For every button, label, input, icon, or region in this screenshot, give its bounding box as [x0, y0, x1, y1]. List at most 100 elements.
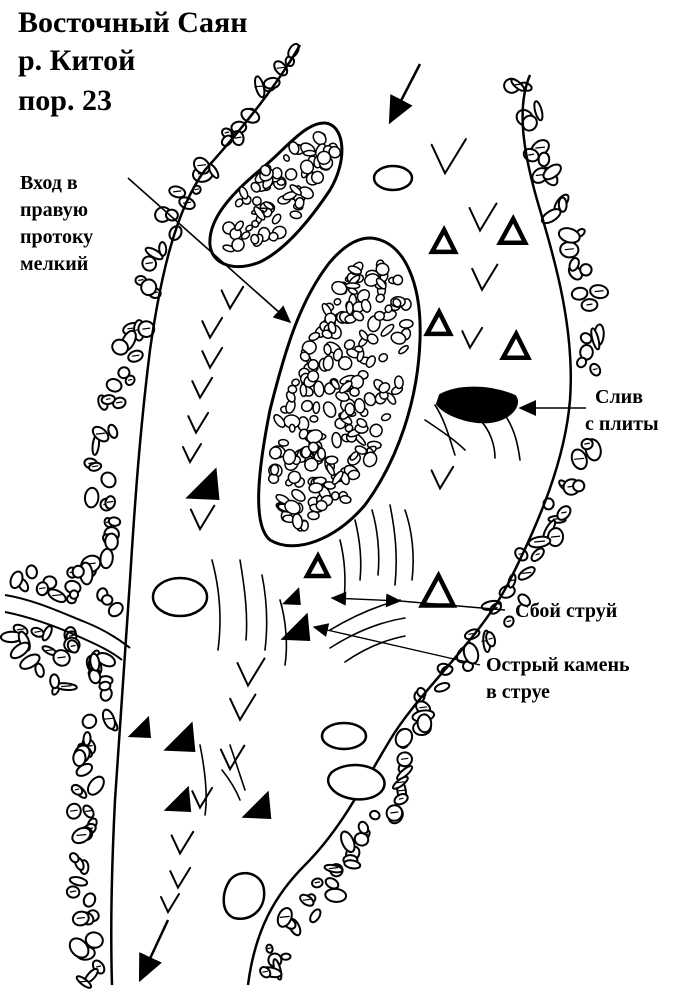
island-pebble: [307, 359, 319, 371]
island-pebble: [308, 482, 324, 494]
island-pebble: [375, 293, 385, 303]
island-pebble: [323, 343, 332, 356]
submerged-rock-icon: [280, 612, 311, 642]
wave-marks: [160, 138, 499, 915]
bank-stone-hatch: [224, 131, 230, 134]
slide-label: Слив с плиты: [585, 384, 659, 438]
wave-icon: [191, 786, 214, 810]
island-pebble: [288, 141, 300, 155]
island-pebble: [392, 298, 402, 308]
tributary-stone: [9, 570, 24, 590]
bank-stone: [579, 332, 593, 345]
island-pebble: [288, 423, 296, 433]
bank-stone: [104, 532, 119, 551]
island-pebble: [299, 351, 311, 362]
sharp-rock-label-line-1: Острый камень: [486, 654, 630, 676]
bank-stone-hatch: [96, 965, 102, 968]
tributary-stone-hatch: [70, 644, 76, 647]
island-pebble: [327, 321, 337, 335]
bank-stone-hatch: [513, 83, 522, 86]
tributary-stone-hatch: [45, 649, 54, 652]
bank-stone-hatch: [302, 898, 311, 901]
island-pebble: [299, 383, 308, 398]
bank-stone: [105, 378, 123, 393]
wave-icon: [201, 346, 224, 370]
bank-stone: [107, 516, 122, 527]
submerged-rock-icon: [241, 790, 272, 820]
island-pebble: [324, 455, 339, 465]
island-pebble: [363, 392, 377, 407]
large-island-pebbles: [267, 259, 414, 532]
tributary-line-lower: [4, 611, 123, 661]
island-pebble: [345, 301, 354, 315]
island-pebble: [259, 164, 272, 177]
right-bank-stones: [259, 77, 610, 981]
bank-stone: [84, 931, 104, 949]
island-pebble: [291, 488, 306, 502]
island-pebble: [362, 451, 378, 468]
island-pebble: [250, 233, 260, 245]
island-pebble: [343, 339, 356, 351]
boulder-2: [151, 576, 209, 618]
island-pebble: [294, 196, 305, 210]
bank-stone: [557, 196, 568, 213]
bank-stone-hatch: [314, 881, 321, 884]
bank-stone-hatch: [279, 915, 290, 918]
bank-stone: [82, 892, 97, 908]
bank-stone-hatch: [398, 797, 404, 800]
bank-stone-hatch: [390, 811, 399, 814]
bank-stone: [83, 486, 100, 509]
submerged-rock-icon: [127, 715, 152, 739]
entrance-label-line-2: правую: [20, 199, 89, 221]
bank-stone: [340, 830, 356, 854]
bank-stone: [570, 286, 589, 301]
island-pebble: [300, 399, 314, 413]
bank-stone-hatch: [79, 980, 89, 983]
surface-rock-icon: [428, 225, 459, 255]
island-pebble: [330, 491, 340, 501]
island-pebble: [322, 355, 334, 372]
left-bank-line: [109, 44, 302, 986]
island-pebble: [313, 380, 325, 398]
bank-stone: [394, 727, 414, 749]
wave-icon: [468, 202, 498, 233]
island-pebble: [250, 181, 261, 193]
bank-stone-hatch: [586, 303, 593, 306]
island-pebble: [353, 397, 366, 414]
sharp-rock-pointer: [312, 623, 481, 666]
jet-lines: [199, 404, 521, 816]
wave-icon: [182, 443, 202, 465]
bank-stone: [416, 713, 433, 734]
bank-stone-hatch: [400, 757, 409, 760]
island-pebble: [289, 184, 302, 196]
bank-stone: [68, 589, 80, 600]
slide-label-line-2: с плиты: [585, 413, 659, 435]
bank-stone-hatch: [396, 789, 407, 792]
island-pebble: [308, 331, 321, 342]
bank-stone: [517, 593, 531, 607]
wave-icon: [430, 465, 455, 491]
island-pebble: [273, 414, 286, 428]
island-pebble: [268, 231, 279, 242]
bank-stone: [568, 257, 580, 272]
island-pebble: [375, 262, 390, 276]
island-pebble: [234, 198, 244, 208]
bank-stone-hatch: [564, 248, 574, 251]
submerged-rock-icon: [281, 587, 301, 606]
bank-stone-hatch: [127, 378, 133, 381]
bank-stone: [433, 682, 451, 693]
bank-stone: [590, 327, 601, 351]
bank-stone-hatch: [131, 354, 140, 357]
island-pebble: [337, 356, 353, 371]
island-pebble: [253, 206, 266, 221]
jet-collision-label: Сбой струй: [515, 600, 618, 622]
bank-stone: [324, 887, 348, 903]
tributary-stone-hatch: [61, 685, 72, 688]
bank-stone-hatch: [276, 66, 285, 69]
island-pebble: [321, 329, 333, 340]
tributary-stones: [0, 561, 124, 696]
bank-stone-hatch: [106, 500, 114, 503]
wave-icon: [220, 285, 245, 311]
bank-stone: [81, 713, 98, 730]
